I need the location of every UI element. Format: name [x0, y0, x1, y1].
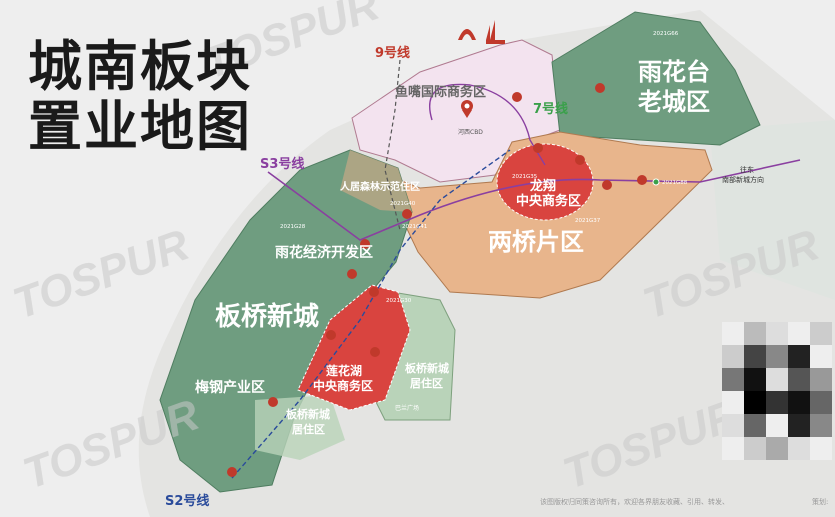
metro-s2: [231, 149, 511, 479]
yuzui-label: 鱼嘴国际商务区: [395, 84, 486, 100]
renju-label: 人居森林示范住区: [340, 180, 420, 193]
landmark-tower-icon: [486, 20, 505, 44]
s3-label: S3号线: [260, 156, 304, 172]
bq-residential-south: [255, 395, 345, 460]
map-title-line1: 城南板块: [28, 35, 252, 98]
bq-res-east-label-1: 板桥新城: [405, 361, 449, 375]
line9-label: 9号线: [375, 45, 410, 61]
metro-line7-branch: [429, 83, 546, 166]
hexi-cbd-label: 河西CBD: [458, 128, 483, 136]
plot-marker-icon: [652, 178, 660, 186]
plot-label: 2021G40: [390, 201, 416, 207]
suburb-area: [710, 120, 835, 300]
renju-zone: [340, 150, 412, 212]
banqiao-label: 板桥新城: [215, 301, 319, 332]
credit-footer: 策划:: [812, 498, 829, 506]
yuhuatai-label-1: 雨花台: [638, 58, 710, 86]
pixelated-qr-code: [722, 322, 832, 460]
meigang-label: 梅钢产业区: [195, 379, 265, 396]
s2-label: S2号线: [165, 493, 209, 509]
yuhuatai-label-2: 老城区: [638, 88, 710, 116]
liangqiao-label: 两桥片区: [488, 228, 584, 256]
bq-res-south-label-1: 板桥新城: [286, 407, 330, 421]
plot-label: 2021G35: [512, 174, 538, 180]
landmark-arch-icon: [458, 29, 476, 40]
bq-res-east-label-2: 居住区: [410, 376, 443, 390]
plot-label: 2021G37: [575, 218, 601, 224]
nanbu-label-2: 南部新城方向: [722, 175, 764, 184]
plot-label: 2021G28: [280, 224, 306, 230]
metro-s3-line7: [267, 159, 801, 241]
station-markers: [227, 83, 647, 477]
hexi-cbd-pin-icon: [461, 100, 473, 118]
bagua-label: 巴兰广场: [395, 404, 419, 412]
banqiao-zone: [159, 149, 413, 493]
lianhuahu-label-2: 中央商务区: [313, 378, 373, 393]
plot-label: 2021G41: [402, 224, 427, 230]
longxiang-label-2: 中央商务区: [516, 193, 581, 209]
bq-res-south-label-2: 居住区: [292, 422, 325, 436]
metro-line9: [384, 59, 401, 231]
yuhua-econ-label: 雨花经济开发区: [275, 244, 373, 261]
plot-label: 2021G66: [653, 31, 679, 37]
plot-label: 2021G30: [386, 298, 412, 304]
nanbu-label-1: 往东: [740, 165, 754, 174]
plot-label: 2021G88: [662, 180, 688, 186]
line7-label: 7号线: [533, 101, 568, 117]
map-title-line2: 置业地图: [28, 95, 252, 158]
lianhuahu-label-1: 莲花湖: [326, 363, 362, 378]
copyright-footer: 该图版权归同策咨询所有，欢迎各界朋友收藏、引用、转发、: [540, 498, 729, 506]
lianhuahu-zone: [297, 284, 411, 411]
longxiang-label-1: 龙翔: [530, 178, 556, 194]
